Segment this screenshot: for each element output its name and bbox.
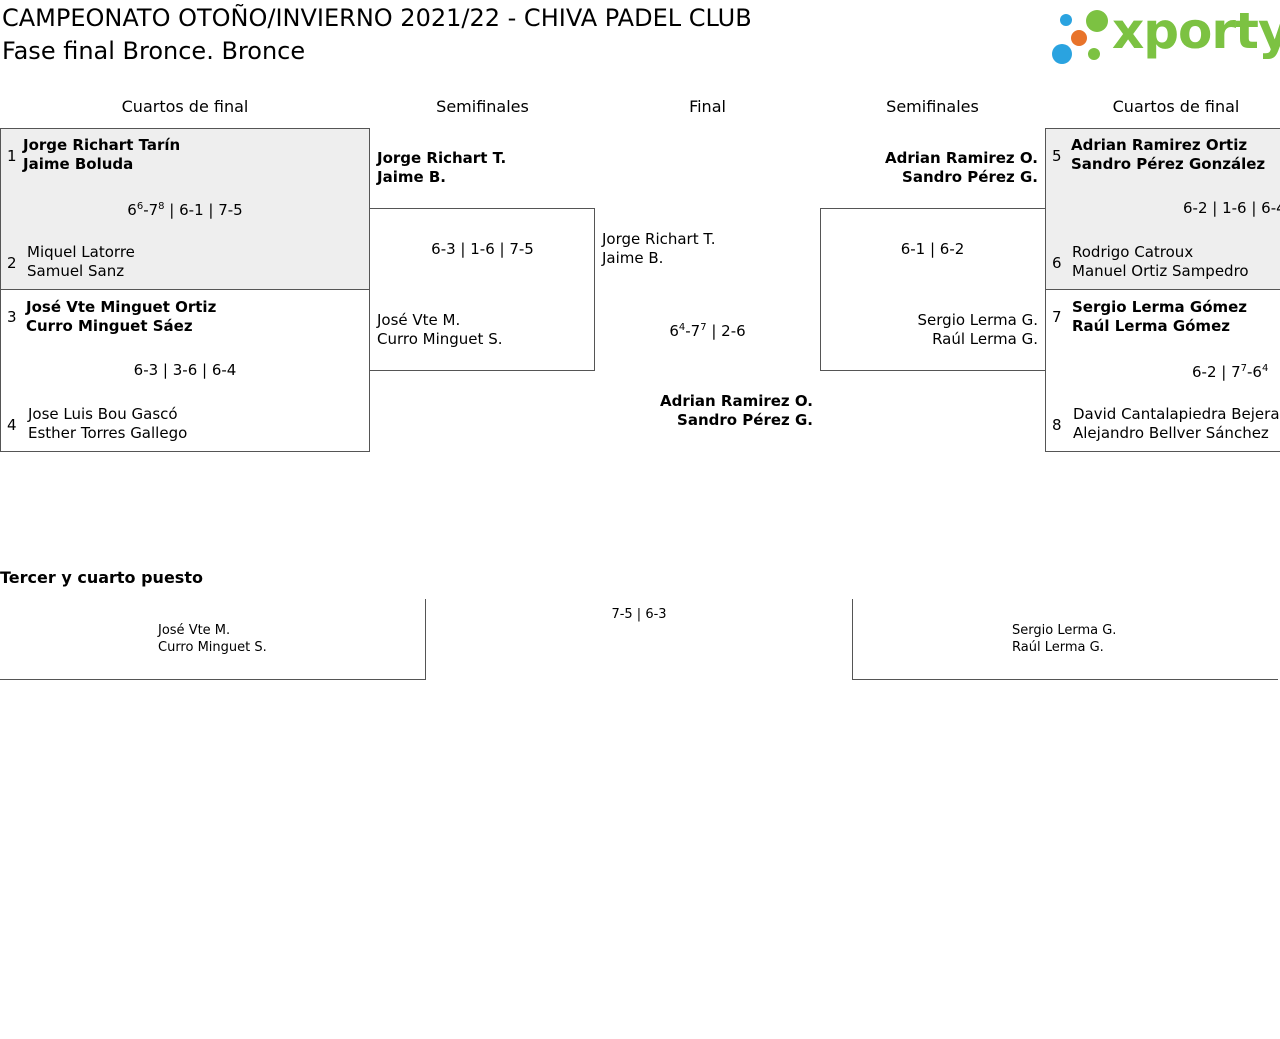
- seed-number: 6: [1052, 254, 1062, 272]
- logo-wordmark: xporty: [1112, 2, 1280, 60]
- player-name: Manuel Ortiz Sampedro: [1072, 262, 1249, 280]
- player-name: Jorge Richart Tarín: [23, 136, 181, 154]
- player-name: Esther Torres Gallego: [28, 424, 188, 442]
- xporty-logo[interactable]: xporty: [1052, 2, 1280, 66]
- match-score: 6-3 | 3-6 | 6-4: [133, 361, 237, 379]
- match-box-sf-right[interactable]: [820, 208, 1046, 371]
- player-name: Sergio Lerma G.: [917, 311, 1038, 329]
- match-score: 7-5 | 6-3: [611, 607, 667, 622]
- player-name: José Vte M.: [158, 623, 231, 638]
- logo-dot-icon: [1071, 30, 1087, 46]
- player-name: Jaime Boluda: [23, 155, 134, 173]
- player-name: Curro Minguet S.: [377, 330, 503, 348]
- match-score: 6-2 | 1-6 | 6-4: [1183, 199, 1280, 217]
- round-heading-right-quarters: Cuartos de final: [1112, 97, 1240, 116]
- match-box-qf1[interactable]: [0, 128, 370, 290]
- seed-number: 1: [7, 147, 17, 165]
- round-heading-right-semis: Semifinales: [886, 97, 979, 116]
- seed-number: 2: [7, 254, 17, 272]
- third-place-right-box[interactable]: [852, 599, 1278, 680]
- player-name: Curro Minguet S.: [158, 640, 267, 655]
- player-name: Raúl Lerma Gómez: [1072, 317, 1230, 335]
- player-name: Sandro Pérez González: [1071, 155, 1266, 173]
- seed-number: 3: [7, 308, 17, 326]
- round-heading-left-quarters: Cuartos de final: [121, 97, 249, 116]
- match-score: 64-77 | 2-6: [669, 322, 746, 340]
- player-name: Jorge Richart T.: [377, 149, 507, 167]
- player-name: Sergio Lerma Gómez: [1072, 298, 1248, 316]
- logo-dot-icon: [1086, 10, 1108, 32]
- seed-number: 7: [1052, 308, 1062, 326]
- match-box-qf2[interactable]: [0, 289, 370, 452]
- player-name: José Vte M.: [377, 311, 461, 329]
- player-name: Alejandro Bellver Sánchez: [1073, 424, 1269, 442]
- player-name: José Vte Minguet Ortiz: [26, 298, 217, 316]
- page-title: CAMPEONATO OTOÑO/INVIERNO 2021/22 - CHIV…: [2, 4, 752, 32]
- round-heading-left-semis: Semifinales: [436, 97, 529, 116]
- player-name: Jaime B.: [377, 168, 447, 186]
- player-name: Sergio Lerma G.: [1012, 623, 1117, 638]
- logo-dot-icon: [1060, 14, 1072, 26]
- seed-number: 8: [1052, 416, 1062, 434]
- player-name: David Cantalapiedra Bejerano: [1073, 405, 1280, 423]
- logo-dot-icon: [1088, 48, 1100, 60]
- player-name: Raúl Lerma G.: [1012, 640, 1104, 655]
- seed-number: 4: [7, 416, 17, 434]
- page-subtitle: Fase final Bronce. Bronce: [2, 37, 306, 65]
- player-name: Adrian Ramirez Ortiz: [1071, 136, 1248, 154]
- player-name: Raúl Lerma G.: [932, 330, 1038, 348]
- seed-number: 5: [1052, 147, 1062, 165]
- match-box-sf-left[interactable]: [370, 208, 595, 371]
- player-name: Jaime B.: [602, 249, 664, 267]
- player-name: Curro Minguet Sáez: [26, 317, 193, 335]
- third-place-title: Tercer y cuarto puesto: [0, 568, 203, 587]
- match-score: 6-1 | 6-2: [900, 240, 965, 258]
- match-score: 66-78 | 6-1 | 7-5: [127, 201, 243, 219]
- player-name: Jorge Richart T.: [602, 230, 716, 248]
- player-name: Jose Luis Bou Gascó: [28, 405, 178, 423]
- match-score: 6-2 | 77-64: [1192, 363, 1269, 381]
- player-name: Sandro Pérez G.: [902, 168, 1038, 186]
- player-name: Rodrigo Catroux: [1072, 243, 1194, 261]
- match-box-qf4[interactable]: [1045, 289, 1280, 452]
- player-name: Adrian Ramirez O.: [885, 149, 1038, 167]
- third-place-left-box[interactable]: [0, 599, 426, 680]
- player-name: Sandro Pérez G.: [677, 411, 813, 429]
- player-name: Miquel Latorre: [27, 243, 135, 261]
- player-name: Samuel Sanz: [27, 262, 125, 280]
- match-score: 6-3 | 1-6 | 7-5: [431, 240, 534, 258]
- player-name: Adrian Ramirez O.: [660, 392, 813, 410]
- round-heading-final: Final: [689, 97, 726, 116]
- logo-dot-icon: [1052, 44, 1072, 64]
